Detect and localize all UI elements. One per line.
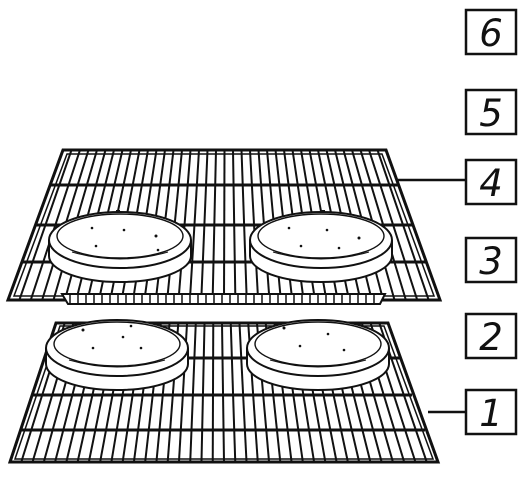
- rack-position-label: 6: [479, 12, 503, 55]
- rack-position-box-2: 2: [464, 312, 518, 360]
- rack-position-box-6: 6: [464, 8, 518, 56]
- cake-lower-right: [246, 319, 390, 391]
- rack-position-label: 4: [479, 162, 503, 205]
- cake-upper-right: [249, 210, 393, 283]
- cake-upper-left: [48, 210, 192, 283]
- rack-position-label: 5: [479, 92, 503, 135]
- rack-position-label: 1: [479, 392, 503, 435]
- rack-position-box-3: 3: [464, 236, 518, 284]
- rack-position-box-1: 1: [464, 388, 518, 436]
- rack-position-box-4: 4: [464, 158, 518, 206]
- rack-position-box-5: 5: [464, 88, 518, 136]
- cake-lower-left: [45, 319, 189, 391]
- rack-position-label: 3: [479, 240, 503, 283]
- rack-position-label: 2: [479, 316, 503, 359]
